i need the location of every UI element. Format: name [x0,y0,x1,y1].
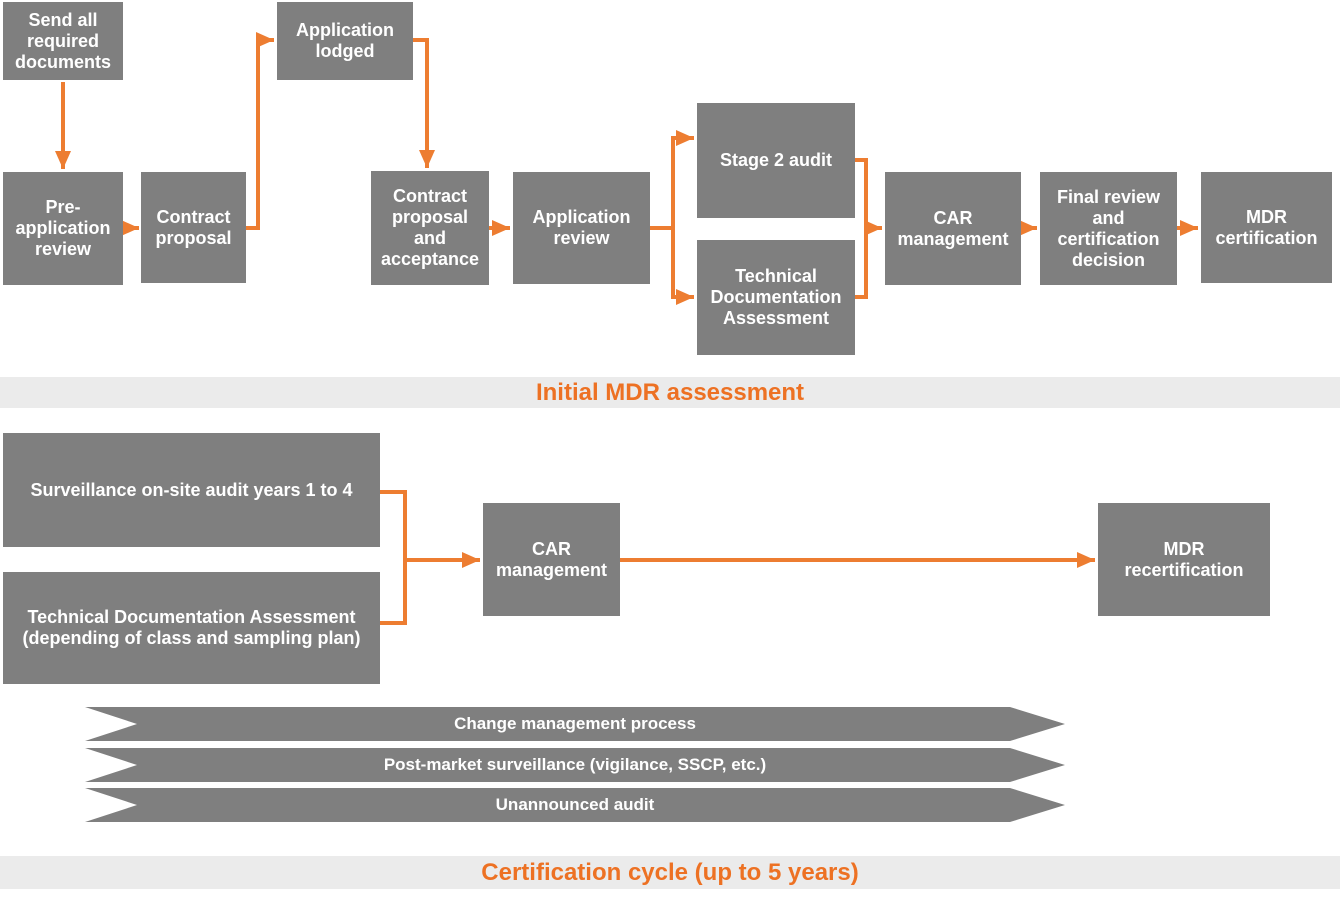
connector-branch-to-stage2 [671,130,694,228]
box-technical-documentation-assessment-cycle: Technical Documentation Assessment (depe… [3,572,380,684]
connector-contract-to-lodged [246,32,274,230]
ribbon-label: Post-market surveillance (vigilance, SSC… [383,755,767,774]
box-label: Stage 2 audit [719,150,833,170]
connector-lodged-to-acceptance [413,38,435,168]
connector-merge-bracket [855,158,868,299]
box-label: CAR management [897,207,1009,249]
section-band-initial-mdr-assessment: Initial MDR assessment [0,377,1340,408]
box-surveillance-audit: Surveillance on-site audit years 1 to 4 [3,433,380,547]
band-title: Initial MDR assessment [535,378,805,406]
box-send-documents: Send all required documents [3,2,123,80]
box-final-review-decision: Final review and certification decision [1040,172,1177,285]
box-label: MDR certification [1215,206,1318,248]
box-label: Application lodged [296,20,394,61]
box-application-lodged: Application lodged [277,2,413,80]
ribbon-label: Unannounced audit [495,795,655,814]
box-label: Surveillance on-site audit years 1 to 4 [30,479,353,500]
box-technical-documentation-assessment: Technical Documentation Assessment [697,240,855,355]
ribbon-label: Change management process [454,714,696,733]
box-label: Technical Documentation Assessment [710,266,842,328]
box-contract-proposal: Contract proposal [141,172,246,283]
box-label: Pre- application review [15,197,111,259]
box-label: Technical Documentation Assessment (depe… [22,607,361,648]
box-pre-application-review: Pre- application review [3,172,123,285]
box-application-review: Application review [513,172,650,284]
connector-branch-to-techdoc [671,228,694,305]
box-car-management: CAR management [885,172,1021,285]
box-label: Send all required documents [14,9,111,72]
box-label: Contract proposal and acceptance [380,186,480,269]
section-band-certification-cycle: Certification cycle (up to 5 years) [0,856,1340,889]
ribbon-post-market-surveillance: Post-market surveillance (vigilance, SSC… [85,748,1065,782]
box-label: Contract proposal [155,206,232,248]
box-car-management-cycle: CAR management [483,503,620,616]
box-contract-proposal-acceptance: Contract proposal and acceptance [371,171,489,285]
connector-cycle-bracket [380,490,407,625]
box-label: MDR recertification [1124,538,1244,580]
box-stage2-audit: Stage 2 audit [697,103,855,218]
box-label: Application review [532,207,631,248]
box-label: Final review and certification decision [1056,186,1161,270]
box-label: CAR management [495,538,608,580]
box-mdr-recertification: MDR recertification [1098,503,1270,616]
band-title: Certification cycle (up to 5 years) [481,858,859,886]
ribbon-change-management: Change management process [85,707,1065,741]
ribbon-unannounced-audit: Unannounced audit [85,788,1065,822]
box-mdr-certification: MDR certification [1201,172,1332,283]
